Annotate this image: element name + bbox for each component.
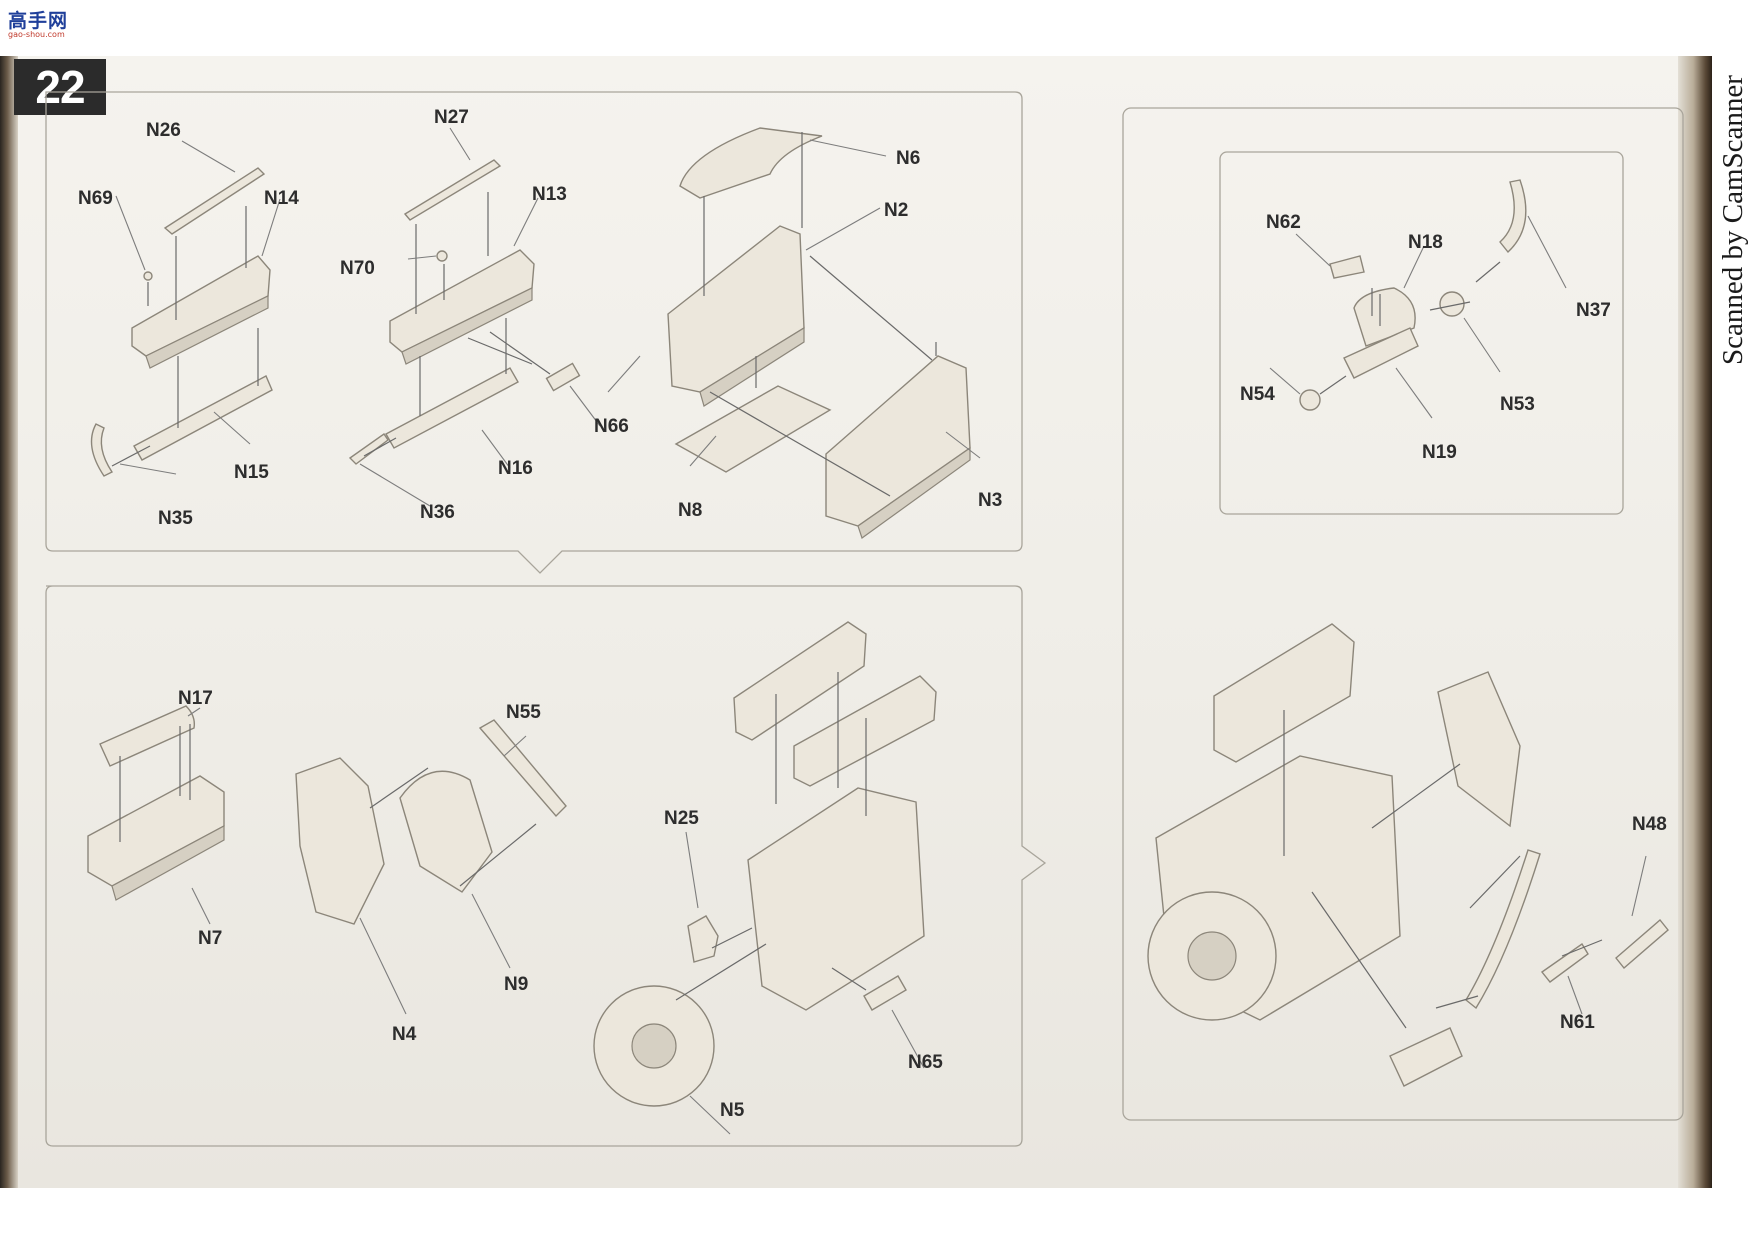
part-n48 — [1615, 918, 1669, 970]
part-n2 — [667, 225, 805, 393]
frame-top-left — [45, 91, 1023, 574]
subassembly-final-engine — [1147, 623, 1669, 1087]
label-n7: N7 — [198, 928, 222, 949]
label-n5: N5 — [720, 1100, 745, 1121]
label-n26: N26 — [146, 120, 181, 141]
part-n8 — [674, 385, 832, 473]
part-n53 — [1439, 291, 1465, 317]
label-n19: N19 — [1422, 442, 1457, 463]
part-n18 — [1353, 287, 1416, 347]
subassembly-sump — [87, 705, 225, 925]
label-n36: N36 — [420, 502, 455, 523]
label-n35: N35 — [158, 508, 193, 529]
label-n66: N66 — [594, 416, 629, 437]
subassembly-engine-block — [593, 621, 937, 1135]
part-n66 — [545, 362, 581, 392]
part-n65 — [863, 975, 907, 1011]
label-n69: N69 — [78, 188, 113, 209]
label-n61: N61 — [1560, 1012, 1595, 1033]
logo-text: 高手网 — [8, 10, 69, 32]
part-n27 — [403, 159, 502, 221]
part-n62 — [1329, 255, 1365, 279]
part-n17 — [99, 705, 196, 767]
site-logo: 高手网 gao-shou.com — [8, 6, 78, 42]
label-n15: N15 — [234, 462, 269, 483]
scanned-instruction-page: 22 — [0, 56, 1712, 1188]
part-final-alternator — [1389, 1027, 1463, 1087]
scan-watermark: Scanned by CamScanner — [1717, 75, 1749, 365]
label-n9: N9 — [504, 974, 528, 995]
part-n55 — [478, 719, 567, 818]
book-spine-shadow — [0, 56, 18, 1188]
part-n25 — [687, 915, 719, 963]
label-n2: N2 — [884, 200, 908, 221]
label-n62: N62 — [1266, 212, 1301, 233]
part-n9 — [399, 770, 493, 893]
label-n53: N53 — [1500, 394, 1535, 415]
label-n65: N65 — [908, 1052, 943, 1073]
label-n37: N37 — [1576, 300, 1611, 321]
subassembly-alternator — [1269, 179, 1567, 419]
logo-subtext: gao-shou.com — [8, 30, 65, 39]
label-n25: N25 — [664, 808, 699, 829]
book-edge-shadow — [1678, 56, 1712, 1188]
part-n15 — [133, 375, 273, 461]
label-n16: N16 — [498, 458, 533, 479]
label-n4: N4 — [392, 1024, 417, 1045]
label-n55: N55 — [506, 702, 541, 723]
label-n13: N13 — [532, 184, 567, 205]
part-n5-lower-head — [793, 675, 937, 787]
label-n18: N18 — [1408, 232, 1443, 253]
frame-right — [1122, 107, 1684, 1121]
part-n61 — [1540, 942, 1589, 983]
subassembly-middle-head — [348, 127, 601, 507]
part-n54 — [1299, 389, 1321, 411]
part-final-timing-cover — [1437, 671, 1521, 828]
step-number-badge: 22 — [14, 59, 106, 115]
part-n5-upper-head — [733, 621, 867, 741]
part-n70 — [436, 250, 448, 262]
subassembly-left-head — [90, 140, 281, 477]
part-final-sump — [1213, 623, 1355, 763]
part-n36 — [348, 433, 389, 465]
subassembly-block-halves — [607, 127, 981, 539]
frame-bottom-left — [45, 585, 1047, 1147]
part-n26 — [163, 167, 266, 235]
frame-right-inset — [1219, 151, 1624, 515]
assembly-diagram: N26 N27 N69 N14 N13 N70 N6 N2 N66 N15 N1… — [45, 91, 1684, 1147]
part-n16 — [385, 367, 519, 449]
part-block — [747, 787, 925, 1011]
label-n70: N70 — [340, 258, 375, 279]
subassembly-timing-covers — [295, 719, 567, 1015]
label-n6: N6 — [896, 148, 920, 169]
part-n69 — [143, 271, 153, 281]
label-n3: N3 — [978, 490, 1002, 511]
part-n19 — [1343, 327, 1419, 379]
label-n17: N17 — [178, 688, 213, 709]
label-n27: N27 — [434, 107, 469, 128]
part-n37 — [1499, 179, 1527, 254]
part-n6 — [679, 127, 823, 199]
part-n35 — [90, 423, 114, 477]
part-n4 — [295, 757, 385, 925]
label-n48: N48 — [1632, 814, 1667, 835]
label-n14: N14 — [264, 188, 299, 209]
label-n54: N54 — [1240, 384, 1275, 405]
label-n8: N8 — [678, 500, 702, 521]
